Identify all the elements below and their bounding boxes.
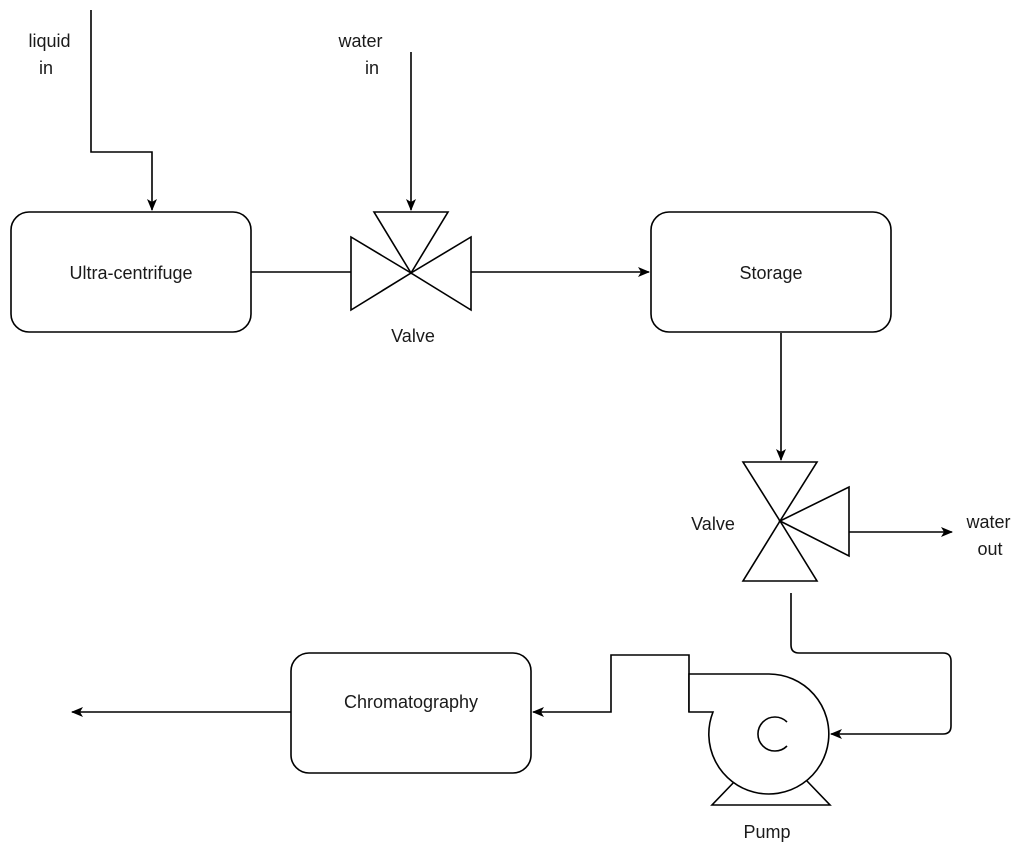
pump-symbol: Pump xyxy=(688,673,832,842)
label-line: out xyxy=(977,539,1002,559)
pump-impeller-c-icon xyxy=(757,716,788,752)
node-ultra-centrifuge: Ultra-centrifuge xyxy=(10,211,252,333)
water-out-label: water out xyxy=(965,512,1015,559)
pump-label: Pump xyxy=(743,822,790,842)
edge-pump-to-chromatography xyxy=(532,654,690,717)
three-way-valve-top: Valve xyxy=(350,211,472,346)
valve-top-triangle xyxy=(372,211,450,275)
valve-left-triangle xyxy=(350,235,413,312)
edge-liquid-in-to-centrifuge xyxy=(90,10,157,211)
node-chromatography: Chromatography xyxy=(290,652,532,774)
valve-top-triangle xyxy=(741,461,819,523)
node-storage: Storage xyxy=(650,211,892,333)
label-line: in xyxy=(365,58,379,78)
node-label: Chromatography xyxy=(344,692,478,712)
valve-label: Valve xyxy=(691,514,735,534)
water-in-label: water in xyxy=(337,31,387,78)
label-line: in xyxy=(39,58,53,78)
label-line: liquid xyxy=(28,31,70,51)
three-way-valve-right: Valve xyxy=(691,461,850,582)
node-label: Ultra-centrifuge xyxy=(69,263,192,283)
label-line: water xyxy=(337,31,382,51)
valve-side-triangle xyxy=(778,485,850,558)
valve-bottom-triangle xyxy=(741,519,819,582)
edge-valve-to-pump xyxy=(790,593,952,739)
node-label: Storage xyxy=(739,263,802,283)
label-line: water xyxy=(965,512,1010,532)
liquid-in-label: liquid in xyxy=(28,31,75,78)
pump-casing xyxy=(688,673,830,795)
valve-label: Valve xyxy=(391,326,435,346)
valve-right-triangle xyxy=(409,235,472,312)
